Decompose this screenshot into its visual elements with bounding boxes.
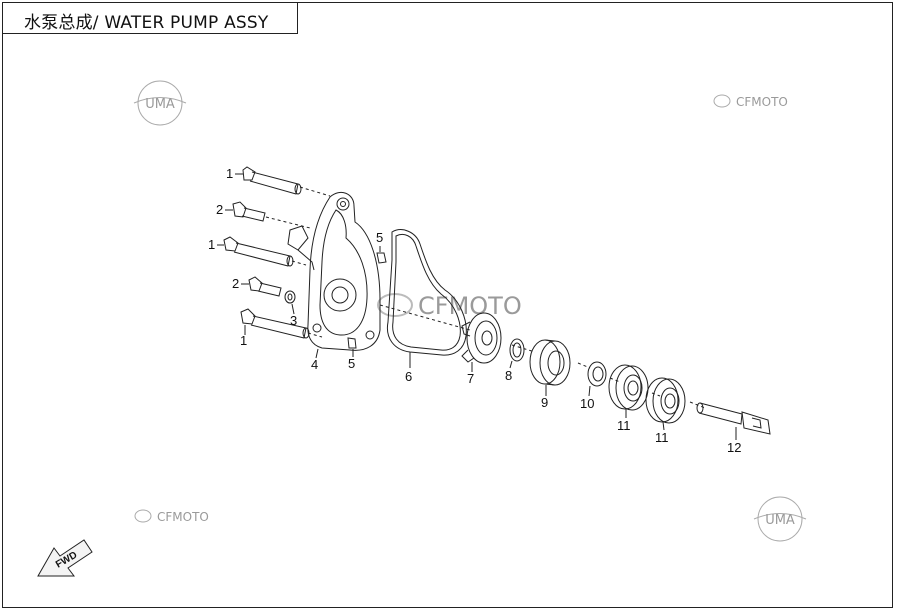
callout-5: 5 [376,230,383,245]
cfmoto-logo-center: CFMOTO [377,292,522,320]
callout-3: 3 [290,313,297,328]
callout-9: 9 [541,395,548,410]
cfmoto-logo-top-right: CFMOTO [713,94,788,109]
callout-11: 11 [655,430,669,445]
oil-seal-10 [587,361,607,387]
cfmoto-logo-bottom-left: CFMOTO [134,509,209,524]
bolt-1-top [242,166,302,195]
seal-9 [529,339,571,386]
callout-1: 1 [208,237,215,252]
pump-shaft-12 [696,402,771,435]
uma-logo-top-left: UMA [133,80,187,126]
uma-logo-bottom-right: UMA [753,496,807,542]
callout-12: 12 [727,440,741,455]
callout-6: 6 [405,369,412,384]
cfmoto-text: CFMOTO [418,292,522,320]
bolt-1-bottom [240,308,310,339]
callout-2: 2 [216,202,223,217]
bolt-1-middle [223,236,294,267]
callout-1: 1 [226,166,233,181]
uma-text: UMA [765,513,795,528]
callout-2: 2 [232,276,239,291]
gasket-6 [386,229,467,356]
bearing-11-second [645,377,686,424]
callout-1: 1 [240,333,247,348]
bolt-2-top [232,201,266,222]
o-ring-8 [509,338,525,362]
cfmoto-text: CFMOTO [157,510,209,524]
impeller-7 [461,312,502,364]
cfmoto-text: CFMOTO [736,95,788,109]
uma-text: UMA [145,97,175,112]
fwd-arrow-icon [37,539,93,577]
washer-3 [284,290,296,304]
bearing-11-first [608,364,649,411]
pump-cover-4 [287,191,381,351]
callout-4: 4 [311,357,318,372]
callout-5: 5 [348,356,355,371]
callout-11: 11 [617,418,631,433]
callout-10: 10 [580,396,594,411]
dowel-pin-5-top [376,252,387,264]
page-title: 水泵总成/ WATER PUMP ASSY [24,13,269,33]
callout-8: 8 [505,368,512,383]
callout-7: 7 [467,371,474,386]
title-box: 水泵总成/ WATER PUMP ASSY [2,2,298,34]
callout-leaders [217,173,737,440]
bolt-2-lower [248,276,282,297]
dowel-pin-5-bottom [347,337,357,349]
